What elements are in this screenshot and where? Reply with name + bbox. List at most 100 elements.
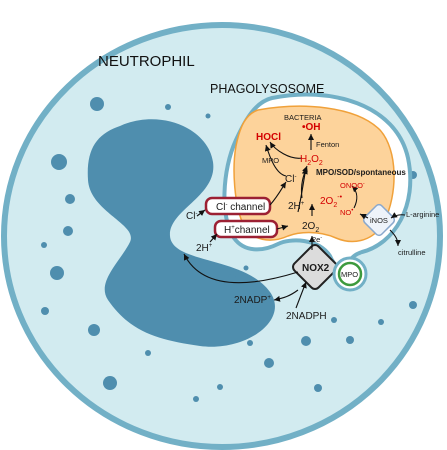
arrow-h-out-to-channel <box>209 233 218 243</box>
cl-channel-name: Cl <box>216 202 225 213</box>
arrow-channel-to-cl-in <box>269 181 287 206</box>
arrow-inos-to-citrulline <box>389 229 401 247</box>
h-inside-base: 2H <box>288 201 301 212</box>
granule <box>88 324 100 336</box>
nitric-oxide-base: NO <box>340 208 351 217</box>
hocl-label: HOCl <box>256 132 281 143</box>
h2o2-sub1: 2 <box>307 160 311 167</box>
arrow-cl-out-to-channel <box>196 209 206 217</box>
reaction-arrows <box>183 134 406 309</box>
dismutation-label: MPO/SOD/spontaneous <box>316 168 406 177</box>
granule <box>331 317 337 323</box>
granule <box>314 384 322 392</box>
citrulline-label: citrulline <box>398 248 426 257</box>
nox2-label: NOX2 <box>302 263 330 274</box>
proton-channel-label: H+channel <box>224 225 270 236</box>
electrons-sup: - <box>320 235 322 241</box>
granule <box>346 336 354 344</box>
mpo-granule: MPO <box>332 256 368 292</box>
h2o2-mid: O <box>311 154 319 165</box>
h2o2-sub2: 2 <box>319 160 323 167</box>
chloride-channel: Cl- channel <box>204 196 272 216</box>
h-inside-sup: + <box>301 201 305 207</box>
granule <box>65 194 75 204</box>
cl-outside-sup: - <box>195 211 197 217</box>
cytoplasmic-granules <box>41 97 417 402</box>
arrow-no-to-peroxynitrite <box>351 185 359 209</box>
nadp-label: 2NADP+ <box>234 295 271 306</box>
granule <box>41 242 47 248</box>
peroxynitrite-base: ONOO <box>340 181 363 190</box>
nitric-oxide-sup: • <box>351 208 353 214</box>
l-arginine-label: L-arginine <box>406 210 439 219</box>
bacteria-label: BACTERIA <box>284 113 322 122</box>
h-channel-sup: + <box>231 225 235 231</box>
cl-inside-label: Cl- <box>285 174 296 185</box>
fenton-label: Fenton <box>316 140 339 149</box>
electrons-label: 2e- <box>312 235 322 244</box>
h2o2-label: H2O2 <box>300 154 323 167</box>
superoxide-sub: 2 <box>333 202 337 209</box>
granule <box>378 319 384 325</box>
cl-inside-sup: - <box>294 174 296 180</box>
granule <box>63 226 73 236</box>
inos-box <box>362 203 396 237</box>
granule <box>165 104 171 110</box>
granule <box>51 154 67 170</box>
superoxide-label: 2O2-• <box>320 194 343 209</box>
mpo-granule-ring <box>337 261 363 287</box>
neutrophil-title: NEUTROPHIL <box>98 53 195 70</box>
arrow-h-in-to-h2o2 <box>297 167 308 213</box>
granule <box>228 274 236 282</box>
granule <box>50 266 64 280</box>
mpo-granule-label: MPO <box>341 270 358 279</box>
cl-channel-suffix: channel <box>227 202 265 213</box>
granule <box>193 396 199 402</box>
cl-outside-base: Cl <box>186 211 195 222</box>
mpo-reaction-label: MPO <box>262 156 279 165</box>
h-inside-label: 2H+ <box>288 201 305 212</box>
peroxynitrite-sup: - <box>363 181 365 187</box>
oxygen-base: 2O <box>302 221 316 232</box>
h-channel-suffix: channel <box>235 225 270 236</box>
granule <box>409 301 417 309</box>
granule <box>145 350 151 356</box>
h-outside-base: 2H <box>196 243 209 254</box>
h-channel-name: H <box>224 225 231 236</box>
superoxide-base: 2O <box>320 196 334 207</box>
arrow-inos-to-no <box>359 213 369 220</box>
nadph-label: 2NADPH <box>286 311 327 322</box>
arrow-channel-to-h-in <box>276 224 289 231</box>
granule <box>301 336 311 346</box>
cl-channel-sup: - <box>225 202 227 208</box>
nucleus <box>87 119 275 347</box>
granule <box>41 307 49 315</box>
h-outside-sup: + <box>209 243 213 249</box>
oh-radical-label: •OH <box>302 122 321 133</box>
oxygen-sub: 2 <box>315 227 319 234</box>
arrow-arginine-to-inos <box>390 212 406 219</box>
granule <box>247 340 253 346</box>
granule <box>264 358 274 368</box>
nadp-base: 2NADP <box>234 295 268 306</box>
superoxide-sup: -• <box>337 194 342 201</box>
nox2-complex: NOX2 <box>292 244 338 290</box>
granule <box>205 113 211 119</box>
chloride-channel-label: Cl- channel <box>216 202 265 213</box>
arrow-nadph-to-nox2 <box>295 281 307 309</box>
h-outside-label: 2H+ <box>196 243 213 254</box>
h2o2-base: H <box>300 154 307 165</box>
granule <box>217 384 223 390</box>
granule <box>165 128 171 134</box>
oxygen-label: 2O2 <box>302 221 319 234</box>
granule <box>90 97 104 111</box>
proton-channel: H+channel <box>213 219 279 239</box>
cl-outside-label: Cl- <box>186 211 197 222</box>
inos-label: iNOS <box>370 216 388 225</box>
granule <box>103 376 117 390</box>
arrow-cl-in-to-hocl <box>264 144 287 177</box>
granule <box>243 265 249 271</box>
inos-enzyme: iNOS <box>362 203 396 237</box>
phagolysosome-title: PHAGOLYSOSOME <box>210 82 324 96</box>
